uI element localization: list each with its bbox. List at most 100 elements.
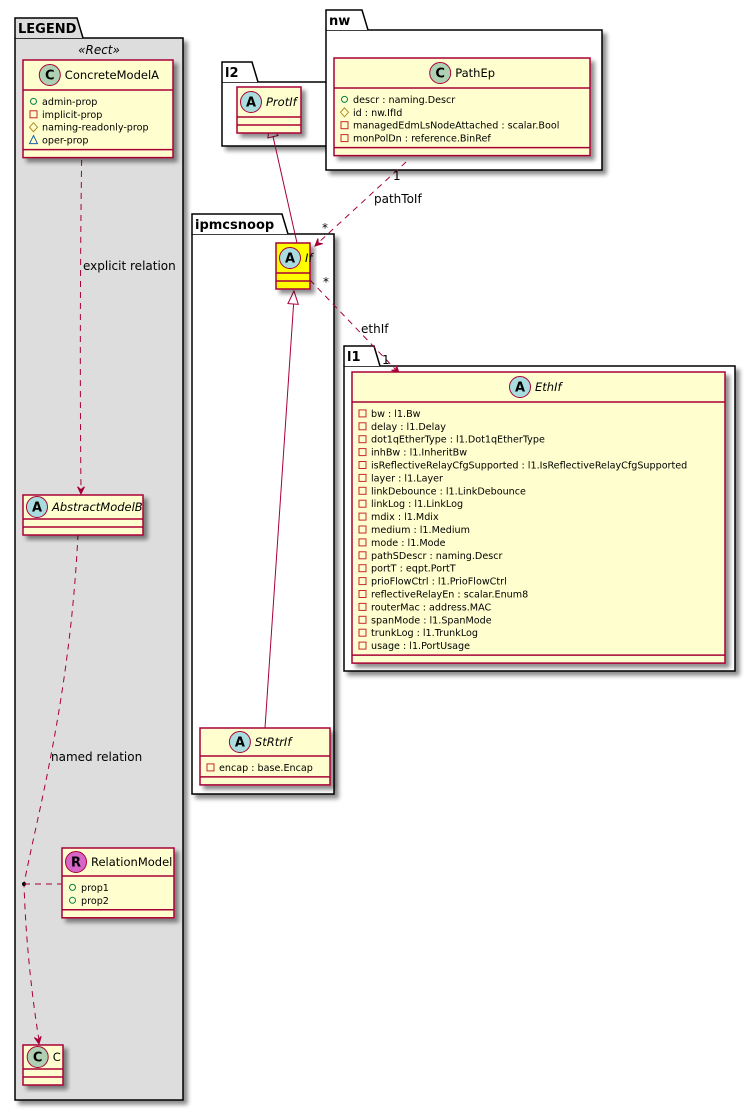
class-kind-A-icon [26, 496, 48, 518]
class-attribute: isReflectiveRelayCfgSupported : l1.IsRef… [371, 461, 687, 472]
explicit-relation-line [79, 137, 83, 491]
explicit-relation-label: explicit relation [83, 259, 176, 273]
visibility-private-icon [358, 486, 367, 495]
package-name: l2 [225, 66, 239, 81]
package-body [191, 233, 335, 795]
class-attribute: id : nw.IfId [353, 108, 402, 119]
explicit-relation-arrow-icon [77, 486, 85, 496]
class-attribute: reflectiveRelayEn : scalar.Enum8 [371, 590, 528, 601]
named-relation-arrow-icon [33, 1035, 42, 1046]
class-name: ProtIf [266, 95, 299, 109]
pathtoif-relation-label: pathToIf [374, 192, 422, 206]
class-kind-A-icon [279, 247, 301, 269]
class-box [351, 371, 726, 664]
class-name: If [305, 251, 314, 265]
class-name: AbstractModelB [51, 500, 143, 514]
visibility-protected-icon [28, 121, 39, 133]
class-pathEp: C PathEp descr : naming.Descr id : nw.IfId m… [333, 57, 591, 157]
package-tab [14, 17, 84, 39]
visibility-private-icon [340, 121, 349, 130]
class-attribute: spanMode : l1.SpanMode [371, 615, 492, 626]
class-attribute: usage : l1.PortUsage [371, 641, 470, 652]
visibility-private-icon [206, 763, 215, 772]
package-tab [343, 345, 381, 367]
class-name: StRtrIf [255, 735, 293, 749]
visibility-private-icon [358, 615, 367, 624]
class-attribute: admin-prop [42, 97, 97, 108]
visibility-private-icon [358, 448, 367, 457]
visibility-private-icon [358, 590, 367, 598]
class-kind-A-icon [228, 731, 251, 753]
visibility-public-icon [341, 95, 348, 103]
visibility-private-icon [358, 435, 367, 444]
visibility-private-icon [29, 110, 38, 119]
class-attribute: linkDebounce : l1.LinkDebounce [371, 486, 526, 497]
visibility-private-icon [358, 577, 367, 586]
visibility-private-icon [340, 134, 349, 143]
package-body [14, 37, 184, 1101]
class-attribute: prioFlowCtrl : l1.PrioFlowCtrl [371, 577, 507, 588]
class-attribute: medium : l1.Medium [371, 525, 470, 536]
named-relation-label: named relation [51, 750, 142, 764]
visibility-private-icon [358, 551, 367, 560]
visibility-private-icon [358, 499, 367, 508]
visibility-private-icon [358, 641, 367, 650]
package-name: l1 [347, 350, 361, 365]
class-attribute: naming-readonly-prop [42, 123, 149, 134]
visibility-private-icon [358, 409, 367, 418]
class-kind-letter: C [45, 69, 55, 84]
class-kind-letter: A [285, 252, 295, 267]
package-tab [221, 61, 259, 83]
class-kind-A-icon [509, 376, 531, 398]
class-kind-C-icon [429, 62, 452, 84]
visibility-public-icon [69, 883, 76, 891]
generalization-arrow-icon [287, 289, 299, 305]
class-attribute: oper-prop [42, 136, 88, 147]
class-kind-letter: R [71, 856, 81, 871]
class-name: ConcreteModelA [65, 68, 159, 82]
visibility-private-icon [358, 538, 367, 547]
pathtoif-arrow-icon [314, 238, 323, 247]
visibility-private-icon [358, 461, 367, 469]
visibility-private-icon [358, 564, 367, 573]
package-name: ipmcsnoop [195, 218, 274, 233]
class-abstractModelB: A AbstractModelB [22, 494, 144, 536]
class-attribute: routerMac : address.MAC [371, 602, 491, 613]
class-attribute: delay : l1.Delay [371, 422, 446, 433]
class-kind-C-icon [38, 64, 61, 86]
generalization-if-protif-line [271, 131, 298, 244]
class-attribute: managedEdmLsNodeAttached : scalar.Bool [353, 121, 559, 132]
class-attribute: implicit-prop [42, 110, 102, 121]
package-name: LEGEND [18, 22, 77, 37]
class-kind-A-icon [240, 91, 262, 113]
class-kind-letter: C [435, 67, 445, 82]
class-attribute: mode : l1.Mode [371, 538, 446, 549]
class-attribute: descr : naming.Descr [353, 95, 455, 106]
visibility-private-icon [358, 628, 367, 637]
class-name: PathEp [455, 66, 495, 80]
class-box [333, 57, 591, 157]
class-concreteModelA: C ConcreteModelA admin-prop implicit-prop na… [22, 59, 174, 159]
package-name: nw [329, 14, 350, 29]
class-kind-C-icon [26, 1046, 49, 1068]
class-attribute: trunkLog : l1.TrunkLog [371, 628, 478, 639]
class-name: EthIf [535, 380, 563, 394]
named-relation-line [23, 533, 79, 1041]
visibility-protected-icon [339, 107, 350, 118]
pathtoif-target-multiplicity: * [322, 221, 328, 235]
class-attribute: linkLog : l1.LinkLog [371, 499, 463, 510]
class-kind-letter: A [235, 736, 245, 751]
class-attribute: prop2 [81, 896, 109, 907]
class-attribute: portT : eqpt.PortT [371, 564, 456, 575]
visibility-private-icon [358, 473, 367, 482]
package-ipmcsnoop: ipmcsnoop [191, 213, 335, 795]
legend-stereotype: «Rect» [78, 43, 120, 57]
class-name: RelationModel [91, 855, 172, 869]
pathtoif-relation-line [317, 161, 407, 244]
class-kind-letter: A [32, 501, 42, 516]
